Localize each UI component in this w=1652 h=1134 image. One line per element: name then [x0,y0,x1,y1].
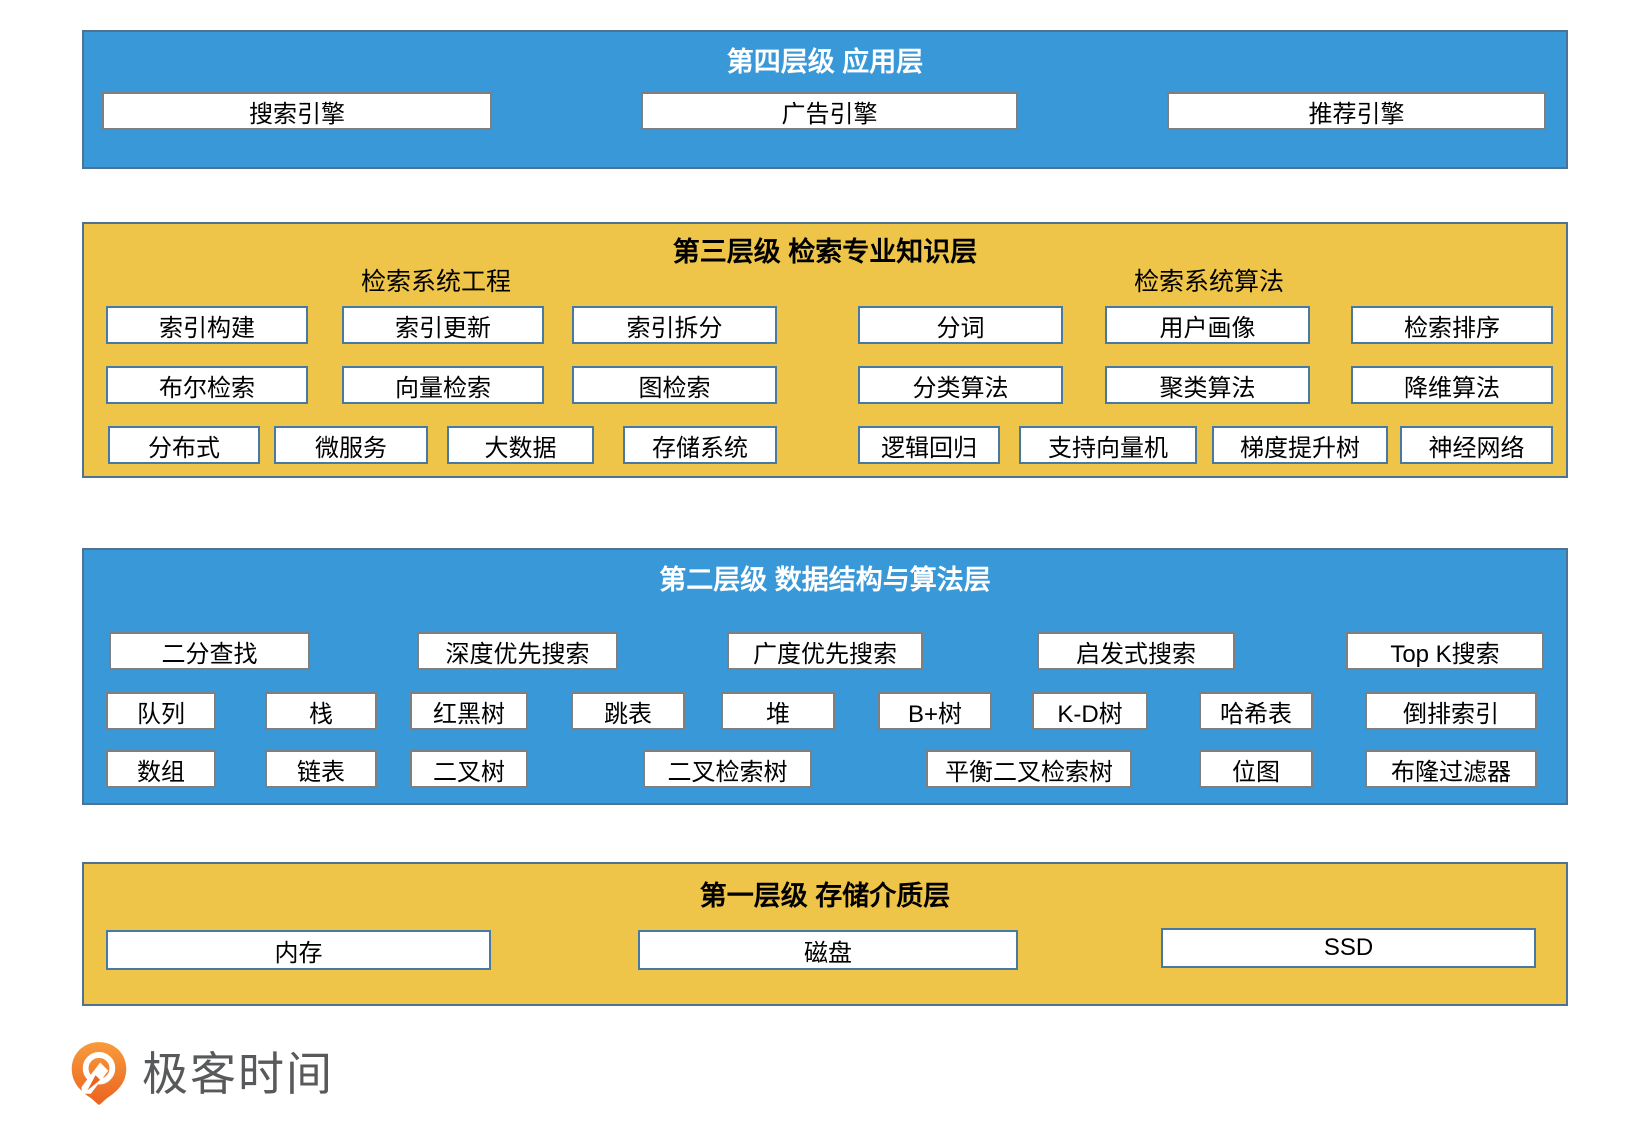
node-box: 梯度提升树 [1212,426,1388,464]
layer-2-title: 第二层级 数据结构与算法层 [659,565,991,595]
node-box: 广告引擎 [641,92,1018,130]
node-box: SSD [1161,928,1536,968]
node-box: 深度优先搜索 [417,632,618,670]
layer-1-title: 第一层级 存储介质层 [699,881,951,911]
brand-logo: 极客时间 [70,1040,334,1107]
layer-2-band: 第二层级 数据结构与算法层 二分查找 深度优先搜索 广度优先搜索 启发式搜索 T… [82,548,1568,805]
node-box: 内存 [106,930,491,970]
layer-1-band: 第一层级 存储介质层 内存 磁盘 SSD [82,862,1568,1006]
node-box: 二叉检索树 [643,750,812,788]
node-box: 布隆过滤器 [1365,750,1537,788]
node-box: 数组 [106,750,216,788]
node-box: Top K搜索 [1346,632,1544,670]
node-box: 存储系统 [623,426,777,464]
node-box: 平衡二叉检索树 [926,750,1132,788]
node-box: K-D树 [1032,692,1148,730]
node-box: 推荐引擎 [1167,92,1546,130]
node-box: 索引拆分 [572,306,777,344]
layer-4-band: 第四层级 应用层 搜索引擎 广告引擎 推荐引擎 [82,30,1568,169]
node-box: 红黑树 [410,692,528,730]
node-box: 支持向量机 [1019,426,1197,464]
layer-3-title: 第三层级 检索专业知识层 [672,237,978,267]
node-box: 搜索引擎 [102,92,492,130]
node-box: 用户画像 [1105,306,1310,344]
brand-logo-icon [70,1040,128,1107]
node-box: 跳表 [571,692,685,730]
node-box: 倒排索引 [1365,692,1537,730]
node-box: 逻辑回归 [858,426,1000,464]
node-box: 分类算法 [858,366,1063,404]
node-box: 二分查找 [109,632,310,670]
node-box: 索引更新 [342,306,544,344]
group-header-engineering: 检索系统工程 [360,268,512,296]
node-box: 聚类算法 [1105,366,1310,404]
node-box: 向量检索 [342,366,544,404]
node-box: 广度优先搜索 [727,632,923,670]
brand-logo-text: 极客时间 [142,1047,334,1100]
node-box: 堆 [721,692,835,730]
node-box: 哈希表 [1199,692,1313,730]
group-header-algorithms: 检索系统算法 [1133,268,1285,296]
node-box: 启发式搜索 [1037,632,1235,670]
layer-3-band: 第三层级 检索专业知识层 检索系统工程 检索系统算法 索引构建 索引更新 索引拆… [82,222,1568,478]
node-box: 位图 [1199,750,1313,788]
node-box: B+树 [878,692,992,730]
node-box: 磁盘 [638,930,1018,970]
node-box: 布尔检索 [106,366,308,404]
node-box: 分词 [858,306,1063,344]
node-box: 链表 [265,750,377,788]
node-box: 二叉树 [410,750,528,788]
node-box: 图检索 [572,366,777,404]
node-box: 神经网络 [1400,426,1553,464]
node-box: 检索排序 [1351,306,1553,344]
node-box: 索引构建 [106,306,308,344]
node-box: 栈 [265,692,377,730]
node-box: 微服务 [274,426,428,464]
node-box: 大数据 [447,426,594,464]
node-box: 降维算法 [1351,366,1553,404]
layer-4-title: 第四层级 应用层 [726,47,924,77]
node-box: 队列 [106,692,216,730]
node-box: 分布式 [108,426,260,464]
